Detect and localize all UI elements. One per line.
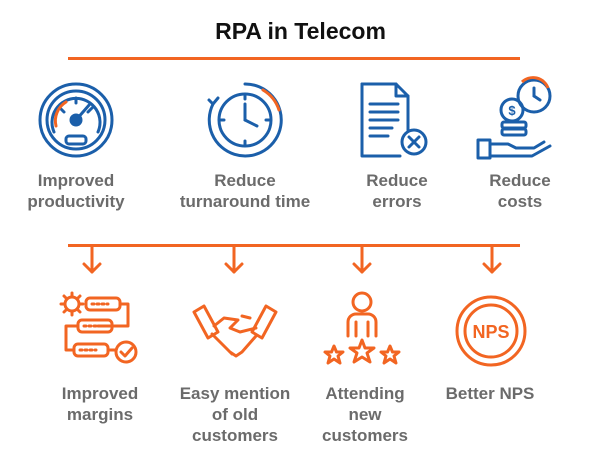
label-reduce-errors: Reduce errors — [366, 171, 428, 211]
clock-cycle-icon — [207, 82, 283, 158]
gear-process-icon — [59, 291, 138, 364]
handshake-icon — [192, 304, 278, 358]
arrow-down-icon — [82, 244, 502, 274]
person-stars-icon — [323, 291, 401, 365]
label-improved-productivity: Improved productivity — [27, 171, 125, 211]
label-improved-margins: Improved margins — [61, 384, 139, 424]
page-title: RPA in Telecom — [215, 18, 386, 44]
connector-line — [68, 244, 520, 247]
title-underline — [68, 57, 520, 60]
svg-text:$: $ — [508, 103, 516, 118]
nps-badge-text: NPS — [472, 322, 509, 342]
label-attending-new: Attending new customers — [322, 384, 408, 445]
nps-badge-icon: NPS — [455, 295, 527, 367]
label-better-nps: Better NPS — [445, 384, 535, 403]
speedometer-icon — [38, 82, 114, 158]
coins-clock-icon: $ — [476, 76, 552, 160]
document-error-icon — [360, 82, 428, 158]
label-reduce-turnaround: Reduce turnaround time — [179, 171, 311, 211]
label-reduce-costs: Reduce costs — [489, 171, 551, 211]
label-easy-mention: Easy mention of old customers — [179, 384, 291, 445]
